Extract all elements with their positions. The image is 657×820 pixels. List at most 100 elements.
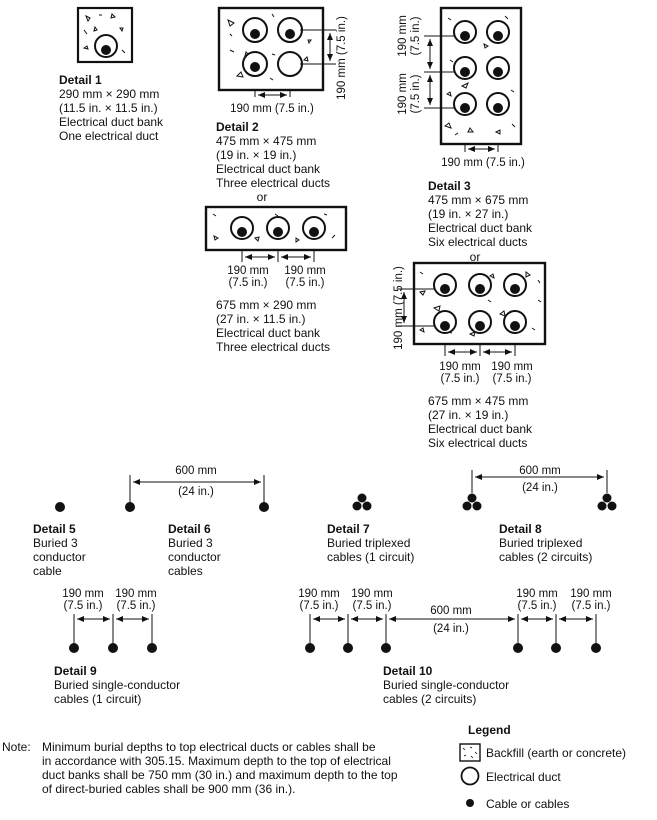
detail-10-caption: Detail 10 Buried single-conductor cables… <box>383 664 509 706</box>
detail-2-diagram: 190 mm (7.5 in.) 190 mm (7.5 in.) <box>217 6 348 115</box>
detail-1-diagram <box>76 6 134 64</box>
cable-dot <box>597 501 607 511</box>
detail-9-line-1: Buried single-conductor <box>54 678 180 692</box>
backfill-specks <box>82 13 126 54</box>
detail-3-or: or <box>470 250 481 264</box>
note-line-4: of direct-buried cables shall be 900 mm … <box>42 782 295 796</box>
cable-dot <box>273 227 283 237</box>
cable-dot <box>440 284 450 294</box>
cable-dot <box>362 501 372 511</box>
detail-9-line-2: cables (1 circuit) <box>54 692 141 706</box>
detail-1-line-4: One electrical duct <box>59 129 159 143</box>
dim-24in: (24 in.) <box>433 623 469 635</box>
detail-3-alt-caption: 675 mm × 475 mm (27 in. × 19 in.) Electr… <box>428 394 533 450</box>
detail-5-diagram <box>55 502 65 512</box>
legend: Legend Backfill (earth or concrete) Elec… <box>459 723 626 811</box>
detail-7-line-2: cables (1 circuit) <box>327 550 414 564</box>
detail-6-diagram: 600 mm (24 in.) <box>125 465 269 512</box>
detail-2-line-4: Three electrical ducts <box>216 176 330 190</box>
detail-2-title: Detail 2 <box>216 120 259 134</box>
cable-dot <box>607 501 617 511</box>
detail-2-alt-diagram: 190 mm (7.5 in.) 190 mm (7.5 in.) <box>204 205 348 289</box>
cable-dot <box>602 493 612 503</box>
detail-1-caption: Detail 1 290 mm × 290 mm (11.5 in. × 11.… <box>59 73 164 143</box>
cable-dot <box>259 502 269 512</box>
legend-title: Legend <box>468 723 511 737</box>
cable-dot <box>493 31 503 41</box>
detail-2-horizontal-dimension: 190 mm (7.5 in.) <box>230 103 314 115</box>
backfill-specks <box>418 271 542 337</box>
dim-190mm: 190 mm <box>351 588 393 600</box>
detail-3-caption: Detail 3 475 mm × 675 mm (19 in. × 27 in… <box>428 179 533 264</box>
detail-2-alt-line-2: (27 in. × 11.5 in.) <box>216 312 306 326</box>
cable-dot <box>343 643 353 653</box>
note-line-2: in accordance with 305.15. Maximum depth… <box>42 754 391 768</box>
legend-backfill-label: Backfill (earth or concrete) <box>486 746 626 760</box>
dim-7-5in: (7.5 in.) <box>229 277 268 289</box>
dim-600mm: 600 mm <box>519 465 561 477</box>
detail-2-alt-line-1: 675 mm × 290 mm <box>216 298 316 312</box>
detail-3-title: Detail 3 <box>428 179 471 193</box>
dim-190mm: 190 mm <box>397 15 409 57</box>
detail-6-line-1: Buried 3 <box>168 536 213 550</box>
detail-2-alt-line-4: Three electrical ducts <box>216 340 330 354</box>
dim-7-5in: (7.5 in.) <box>286 277 325 289</box>
detail-2-alt-caption: 675 mm × 290 mm (27 in. × 11.5 in.) Elec… <box>216 298 330 354</box>
detail-2-line-1: 475 mm × 475 mm <box>216 134 316 148</box>
dim-190mm: 190 mm <box>62 588 104 600</box>
legend-cable-label: Cable or cables <box>486 797 569 811</box>
dim-7-5in: (7.5 in.) <box>300 600 339 612</box>
dim-600mm: 600 mm <box>175 465 217 477</box>
cable-dot <box>357 493 367 503</box>
note-label: Note: <box>2 740 31 754</box>
dim-190mm: 190 mm <box>284 265 326 277</box>
dim-7-5in: (7.5 in.) <box>518 600 557 612</box>
detail-2-caption: Detail 2 475 mm × 475 mm (19 in. × 19 in… <box>216 120 330 204</box>
dim-190mm: 190 mm <box>298 588 340 600</box>
detail-6-line-2: conductor <box>168 550 221 564</box>
detail-5-line-2: conductor <box>33 550 86 564</box>
cable-dot <box>591 643 601 653</box>
detail-3-alt-line-1: 675 mm × 475 mm <box>428 394 528 408</box>
dim-7-5in: (7.5 in.) <box>117 600 156 612</box>
backfill-specks <box>227 13 312 81</box>
cable-dot <box>462 501 472 511</box>
detail-8-line-1: Buried triplexed <box>499 536 582 550</box>
detail-10-title: Detail 10 <box>383 664 433 678</box>
detail-6-caption: Detail 6 Buried 3 conductor cables <box>168 522 221 578</box>
cable-dot <box>475 284 485 294</box>
legend-duct-label: Electrical duct <box>486 770 561 784</box>
detail-2-line-3: Electrical duct bank <box>216 162 321 176</box>
detail-1-title: Detail 1 <box>59 73 102 87</box>
cable-dot <box>551 643 561 653</box>
detail-7-title: Detail 7 <box>327 522 370 536</box>
cable-dot <box>493 67 503 77</box>
detail-8-title: Detail 8 <box>499 522 542 536</box>
detail-8-diagram: 600 mm (24 in.) <box>462 465 617 511</box>
detail-3-line-3: Electrical duct bank <box>428 221 533 235</box>
detail-10-diagram: 190 mm (7.5 in.) 190 mm (7.5 in.) 600 mm… <box>298 588 612 653</box>
cable-dot <box>460 31 470 41</box>
dim-7-5in: (7.5 in.) <box>64 600 103 612</box>
cable-dot <box>440 321 450 331</box>
dim-190mm: 190 mm <box>491 361 533 373</box>
cable-dot <box>460 103 470 113</box>
cable-dot <box>125 502 135 512</box>
cable-dot <box>510 321 520 331</box>
electrical-duct <box>277 51 303 77</box>
cable-dot <box>309 227 319 237</box>
cable-dot <box>472 501 482 511</box>
detail-3-alt-diagram: 190 mm (7.5 in.) 190 mm (7.5 in.) 190 mm… <box>393 261 547 385</box>
detail-2-or: or <box>257 190 268 204</box>
cable-dot <box>237 227 247 237</box>
cable-dot <box>460 67 470 77</box>
cable-dot <box>305 643 315 653</box>
cable-dot <box>467 493 477 503</box>
dim-190mm: 190 mm <box>397 73 409 115</box>
detail-7-line-1: Buried triplexed <box>327 536 410 550</box>
dim-7-5in: (7.5 in.) <box>353 600 392 612</box>
note: Note: Minimum burial depths to top elect… <box>2 740 398 796</box>
detail-8-line-2: cables (2 circuits) <box>499 550 592 564</box>
dim-7-5in: (7.5 in.) <box>410 74 422 113</box>
detail-2-alt-line-3: Electrical duct bank <box>216 326 321 340</box>
